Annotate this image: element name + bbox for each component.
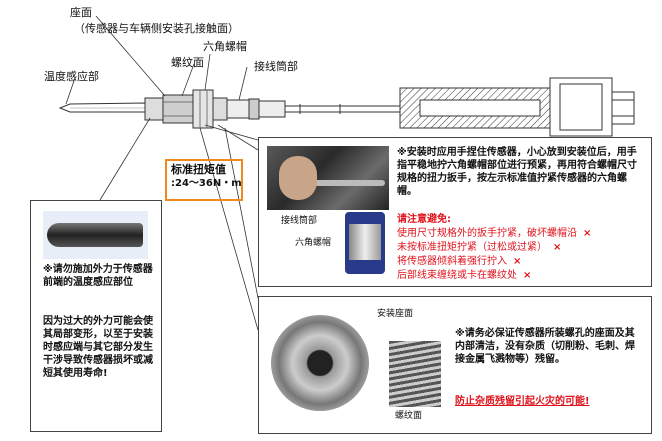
hex-nut-label: 六角螺帽 <box>203 40 247 53</box>
probe-caution-reason: 因为过大的外力可能会使其局部变形，以至于安装时感应端与其它部分发生干涉导致传感器… <box>43 316 153 379</box>
torque-title: 标准扭矩值 <box>171 163 226 176</box>
x-mark-icon: × <box>553 242 562 253</box>
cleanliness-note: ※请务必保证传感器所装螺孔的座面及其内部清洁，没有杂质（切削粉、毛刺、焊接金属飞… <box>455 328 635 365</box>
hex-nut-photo <box>345 212 385 274</box>
warning-item-3: 将传感器倾斜着强行拧入 × <box>397 255 521 268</box>
warning-text-4: 后部线束缠绕或卡在螺纹处 <box>397 270 517 281</box>
x-mark-icon: × <box>583 228 592 239</box>
x-mark-icon: × <box>523 270 532 281</box>
warning-item-4: 后部线束缠绕或卡在螺纹处 × <box>397 269 531 282</box>
photo-label-wire: 接线筒部 <box>281 216 318 226</box>
thread-label: 螺纹面 <box>171 56 204 69</box>
temp-sensing-label: 温度感应部 <box>44 70 99 83</box>
cleanliness-panel: 安装座面 螺纹面 ※请务必保证传感器所装螺孔的座面及其内部清洁，没有杂质（切削粉… <box>258 296 652 434</box>
seat-surface-desc: （传感器与车辆侧安装孔接触面） <box>74 22 239 35</box>
probe-caution-panel: ※请勿施加外力于传感器前端的温度感应部位 因为过大的外力可能会使其局部变形，以至… <box>30 200 162 432</box>
wire-cylinder-label: 接线筒部 <box>254 60 298 73</box>
install-instruction: ※安装时应用手捏住传感器，小心放到安装位后，用手指平稳地拧六角螺帽部位进行预紧，… <box>397 147 637 197</box>
install-panel: 接线筒部 六角螺帽 ※安装时应用手捏住传感器，小心放到安装位后，用手指平稳地拧六… <box>258 137 652 287</box>
x-mark-icon: × <box>513 256 522 267</box>
sensor-connector <box>399 77 635 137</box>
photo-label-hex: 六角螺帽 <box>295 238 332 248</box>
fire-warning: 防止杂质残留引起火灾的可能! <box>455 396 590 407</box>
hand-install-photo <box>267 146 389 210</box>
sensor-probe <box>58 102 146 113</box>
thread-photo-label: 螺纹面 <box>395 411 423 421</box>
thread-photo <box>389 341 441 407</box>
warning-text-3: 将传感器倾斜着强行拧入 <box>397 256 507 267</box>
warning-text-2: 未按标准扭矩拧紧（过松或过紧） <box>397 242 547 253</box>
probe-caution-note: ※请勿施加外力于传感器前端的温度感应部位 <box>43 264 153 288</box>
torque-value-box: 标准扭矩值 :24〜36N・m <box>165 159 243 201</box>
warning-text-1: 使用尺寸规格外的扳手拧紧，破坏螺帽沿 <box>397 228 577 239</box>
probe-tip-photo <box>43 211 148 259</box>
warning-title: 请注意避免: <box>397 214 451 225</box>
leader-lines <box>65 15 259 331</box>
sensor-cable <box>285 104 400 114</box>
seat-surface-label: 座面 <box>70 6 92 19</box>
sensor-hex-body <box>144 89 286 129</box>
warning-item-1: 使用尺寸规格外的扳手拧紧，破坏螺帽沿 × <box>397 227 591 240</box>
warning-item-2: 未按标准扭矩拧紧（过松或过紧） × <box>397 241 561 254</box>
torque-value: :24〜36N・m <box>171 178 242 189</box>
seat-photo-label: 安装座面 <box>377 309 414 319</box>
mounting-hole-photo <box>271 315 369 411</box>
